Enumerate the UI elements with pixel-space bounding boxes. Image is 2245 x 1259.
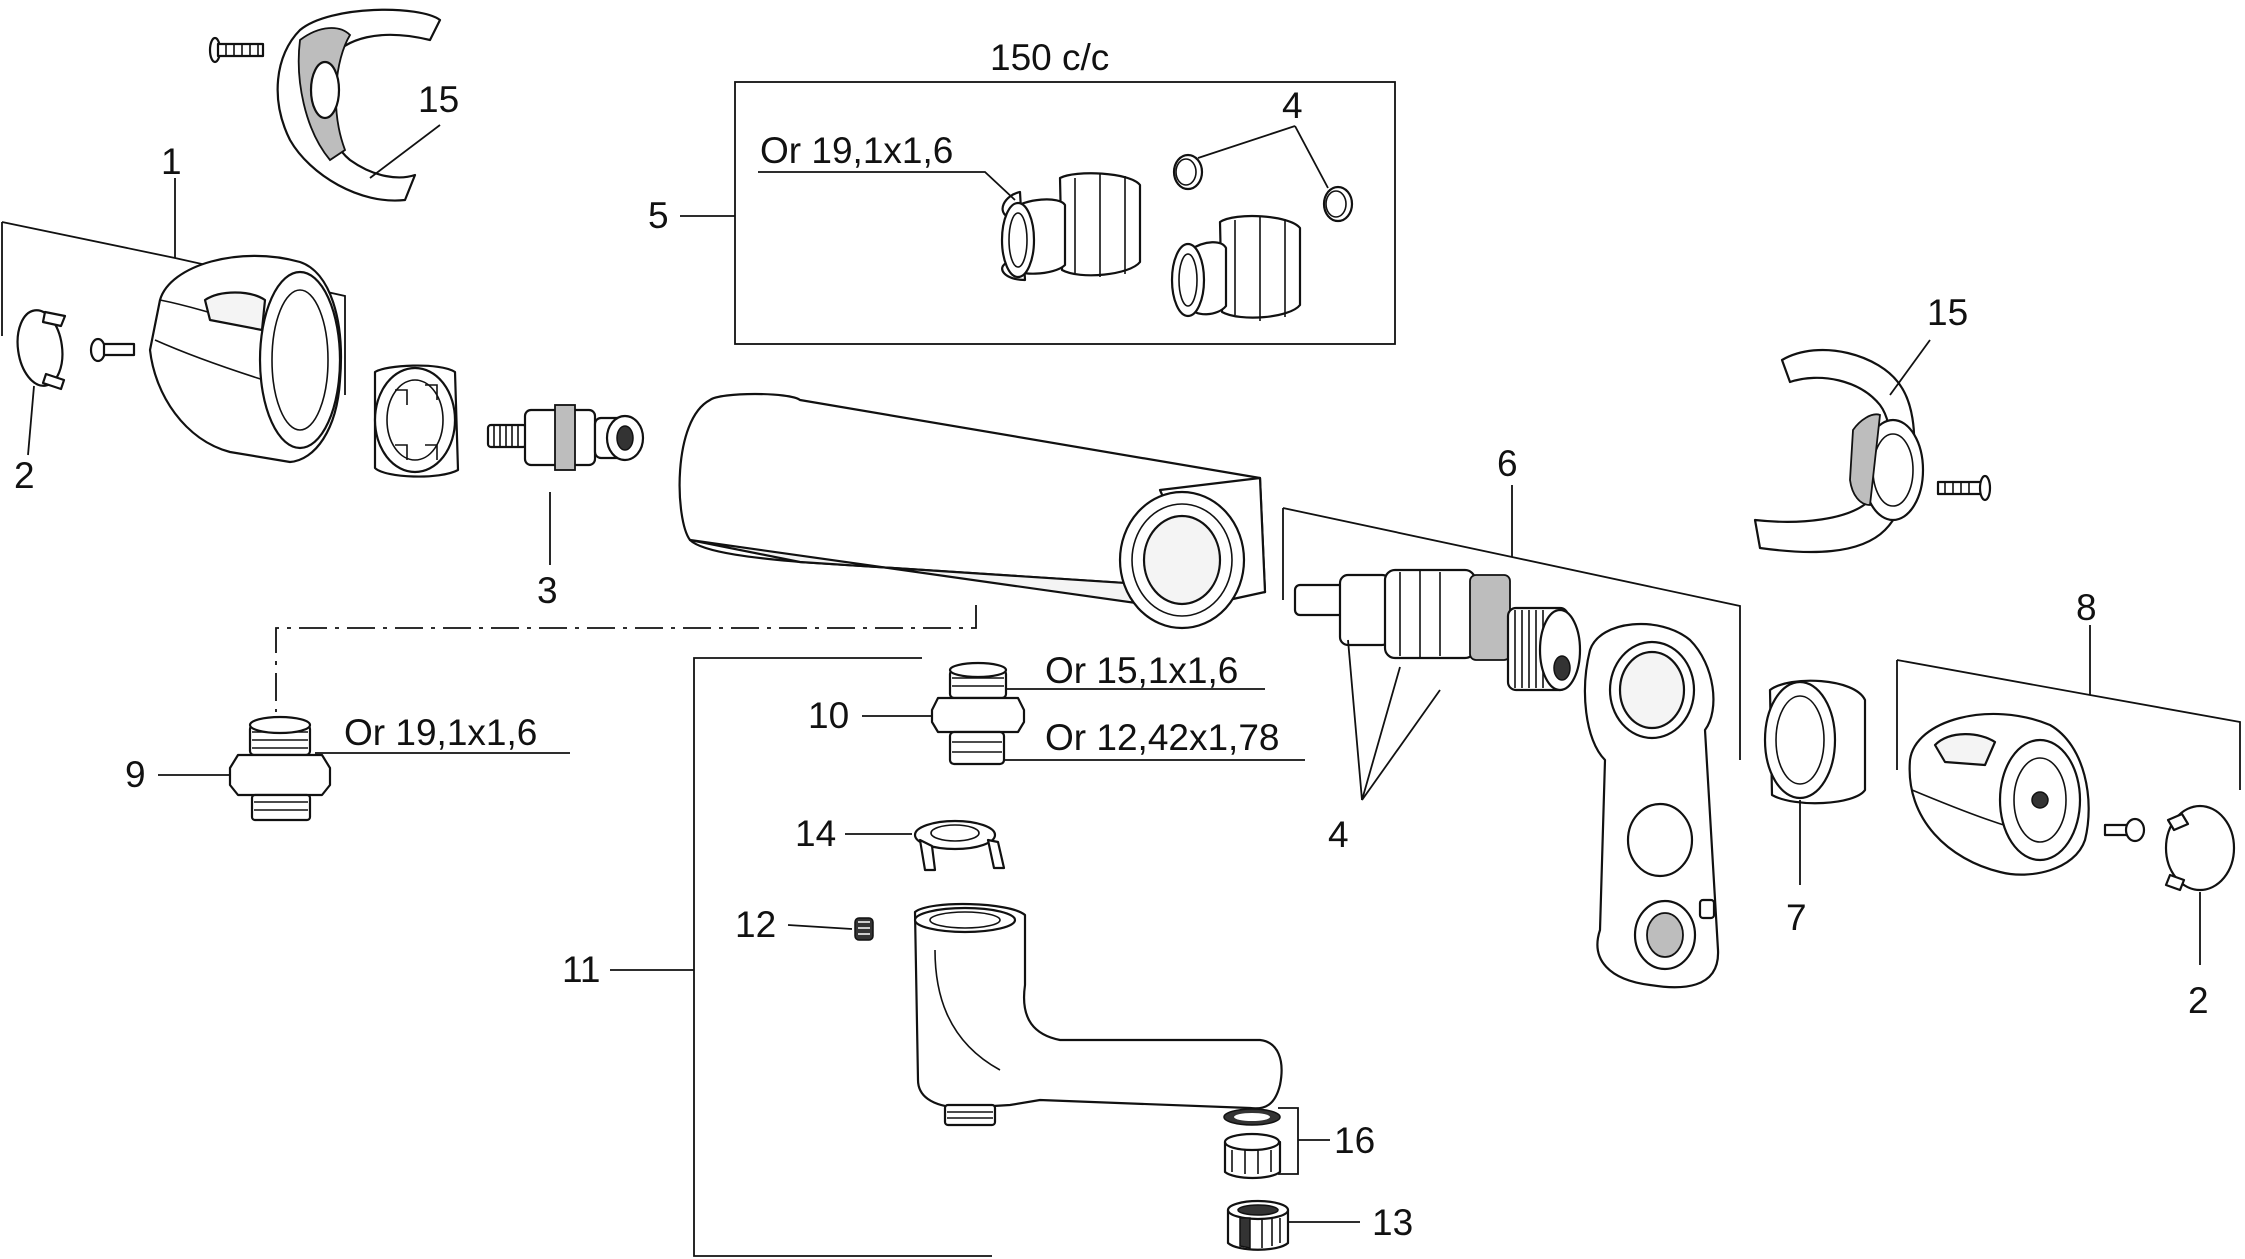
- leaders: [27, 124, 2201, 1223]
- oring-label-10-top: Or 15,1x1,6: [1045, 650, 1238, 691]
- ring-7: [1763, 679, 1867, 805]
- cap-2-right: [2164, 804, 2236, 892]
- handle-1-left: [148, 254, 342, 464]
- callout-12: 12: [735, 904, 776, 945]
- callout-16: 16: [1334, 1120, 1375, 1161]
- callout-14: 14: [795, 813, 836, 854]
- callout-11: 11: [562, 949, 600, 990]
- labels: 15 1 2 3 150 c/c 4 Or 19,1x1,6 5 15 6 8 …: [14, 37, 2209, 1243]
- trim-plate-15-left: [276, 8, 442, 202]
- oring-label-kit5: Or 19,1x1,6: [760, 130, 953, 171]
- connector-10: [930, 661, 1026, 766]
- callout-9: 9: [125, 754, 146, 795]
- clip-14: [913, 819, 1006, 872]
- oring-label-9: Or 19,1x1,6: [344, 712, 537, 753]
- kit-8-bracket: [1896, 625, 2241, 790]
- screw-right-handle: [2103, 817, 2146, 843]
- grub-screw-12: [854, 917, 874, 941]
- spacing-label: 150 c/c: [990, 37, 1109, 78]
- mixer-body: [678, 392, 1267, 630]
- callout-1: 1: [161, 141, 182, 182]
- callout-15-right: 15: [1927, 292, 1968, 333]
- cap-2-left: [16, 309, 67, 391]
- callout-15-left: 15: [418, 79, 459, 120]
- trim-plate-15-right: [1753, 348, 1925, 554]
- callout-4-top: 4: [1282, 85, 1303, 126]
- union-nut-5-b: [1170, 214, 1302, 321]
- aerator-13: [1226, 1199, 1290, 1251]
- thermo-cartridge-6: [1293, 568, 1582, 692]
- aerator-16: [1223, 1108, 1282, 1180]
- washer-4-b: [1322, 185, 1354, 223]
- screw-left-top: [208, 36, 265, 64]
- callout-13: 13: [1372, 1202, 1413, 1243]
- callout-3: 3: [537, 570, 558, 611]
- callout-8: 8: [2076, 587, 2097, 628]
- handle-8-right: [1908, 712, 2090, 876]
- collar-left: [373, 364, 460, 478]
- callout-2-right: 2: [2188, 980, 2209, 1021]
- spout-11: [913, 902, 1283, 1127]
- callout-4-mid: 4: [1328, 814, 1349, 855]
- screw-right-top: [1936, 474, 1992, 502]
- kit-6-bracket: [1282, 485, 1741, 760]
- callout-10: 10: [808, 695, 849, 736]
- kit-11-bracket: [610, 657, 992, 1257]
- kit-5-frame: [680, 81, 1396, 345]
- connector-9: [228, 715, 332, 822]
- kit-16-bracket: [1278, 1107, 1330, 1175]
- screw-left-handle: [89, 337, 136, 363]
- lever-arm-6: [1583, 622, 1720, 989]
- union-nut-5-a: [1000, 172, 1142, 282]
- callout-5: 5: [648, 195, 669, 236]
- callout-2-left: 2: [14, 455, 35, 496]
- valve-headpart-3: [486, 404, 645, 471]
- oring-label-10-bottom: Or 12,42x1,78: [1045, 717, 1279, 758]
- callout-6: 6: [1497, 443, 1518, 484]
- washer-4-a: [1172, 153, 1204, 191]
- axis-dashdot: [275, 605, 977, 712]
- callout-7: 7: [1786, 897, 1807, 938]
